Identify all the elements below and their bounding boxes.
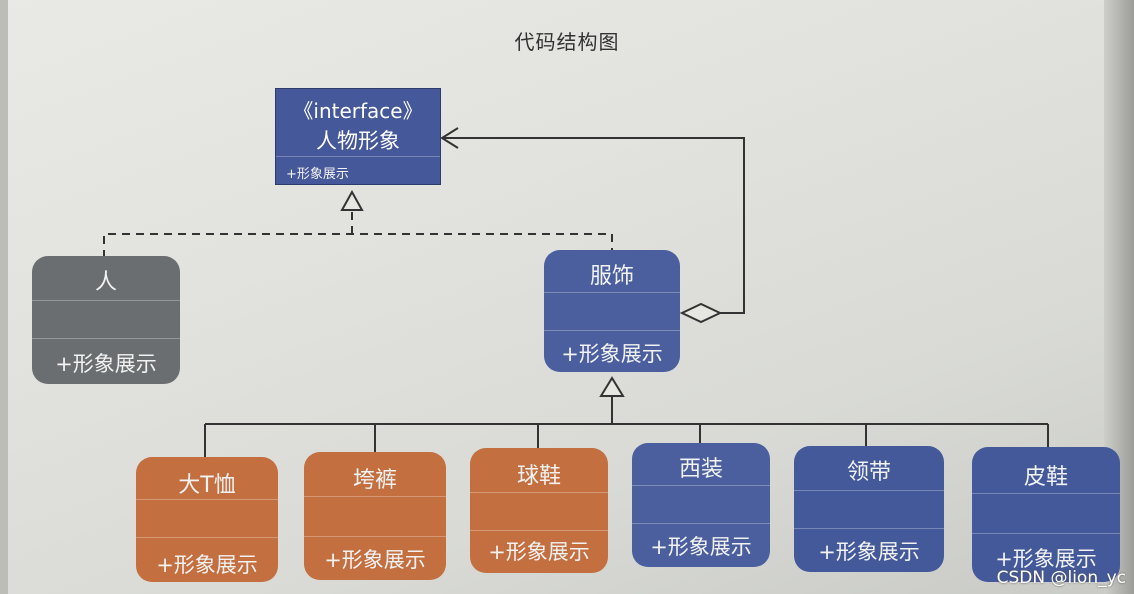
watermark: CSDN @lion_yc	[996, 568, 1126, 588]
photo-left-edge	[0, 0, 8, 594]
class-name: 球鞋	[516, 464, 561, 489]
aggregation-connector	[442, 137, 745, 314]
class-name: 垮裤	[352, 468, 397, 493]
interface-name: 人物形象	[316, 129, 400, 153]
class-divider	[794, 528, 944, 529]
generalization-connector	[204, 396, 1049, 457]
class-method: +形象展示	[156, 553, 258, 577]
class-method: +形象展示	[561, 342, 663, 366]
class-divider	[544, 330, 680, 331]
class-divider	[972, 533, 1120, 534]
class-box-person: 人 +形象展示	[32, 256, 180, 384]
subclass-box-leather-shoes: 皮鞋 +形象展示	[972, 447, 1120, 582]
class-name: 大T恤	[178, 473, 236, 498]
class-name: 领带	[846, 460, 891, 485]
interface-stereotype: 《interface》	[293, 99, 423, 123]
interface-method: +形象展示	[286, 167, 349, 182]
class-name: 人	[94, 270, 117, 295]
class-method: +形象展示	[55, 352, 157, 376]
class-method: +形象展示	[324, 548, 426, 572]
class-box-finery: 服饰 +形象展示	[544, 250, 680, 372]
interface-divider	[276, 156, 440, 157]
class-divider	[32, 300, 180, 301]
subclass-box-tie: 领带 +形象展示	[794, 446, 944, 572]
class-divider	[304, 496, 446, 497]
subclass-box-big-tshirt: 大T恤 +形象展示	[136, 457, 278, 582]
class-divider	[470, 530, 608, 531]
subclass-box-suit: 西装 +形象展示	[632, 443, 770, 567]
class-divider	[632, 485, 770, 486]
interface-box: 《interface》 人物形象 +形象展示	[275, 88, 441, 185]
realization-arrowhead	[340, 189, 364, 211]
aggregation-arrowhead	[440, 127, 459, 149]
class-name: 皮鞋	[1023, 465, 1068, 490]
class-divider	[136, 499, 278, 500]
class-name: 西装	[678, 457, 723, 482]
class-method: +形象展示	[650, 535, 752, 559]
subclass-box-baggy-pants: 垮裤 +形象展示	[304, 452, 446, 580]
class-method: +形象展示	[488, 540, 590, 564]
subclass-box-sneakers: 球鞋 +形象展示	[470, 448, 608, 573]
class-divider	[794, 490, 944, 491]
class-method: +形象展示	[995, 547, 1097, 571]
aggregation-diamond	[679, 302, 723, 324]
class-divider	[972, 493, 1120, 494]
class-divider	[304, 536, 446, 537]
class-method: +形象展示	[818, 540, 920, 564]
class-divider	[632, 523, 770, 524]
realization-connector	[103, 210, 613, 258]
class-name: 服饰	[589, 264, 634, 289]
class-divider	[470, 492, 608, 493]
diagram-title: 代码结构图	[514, 30, 620, 54]
class-divider	[32, 338, 180, 339]
class-divider	[544, 292, 680, 293]
class-divider	[136, 537, 278, 538]
generalization-arrowhead	[599, 376, 625, 397]
